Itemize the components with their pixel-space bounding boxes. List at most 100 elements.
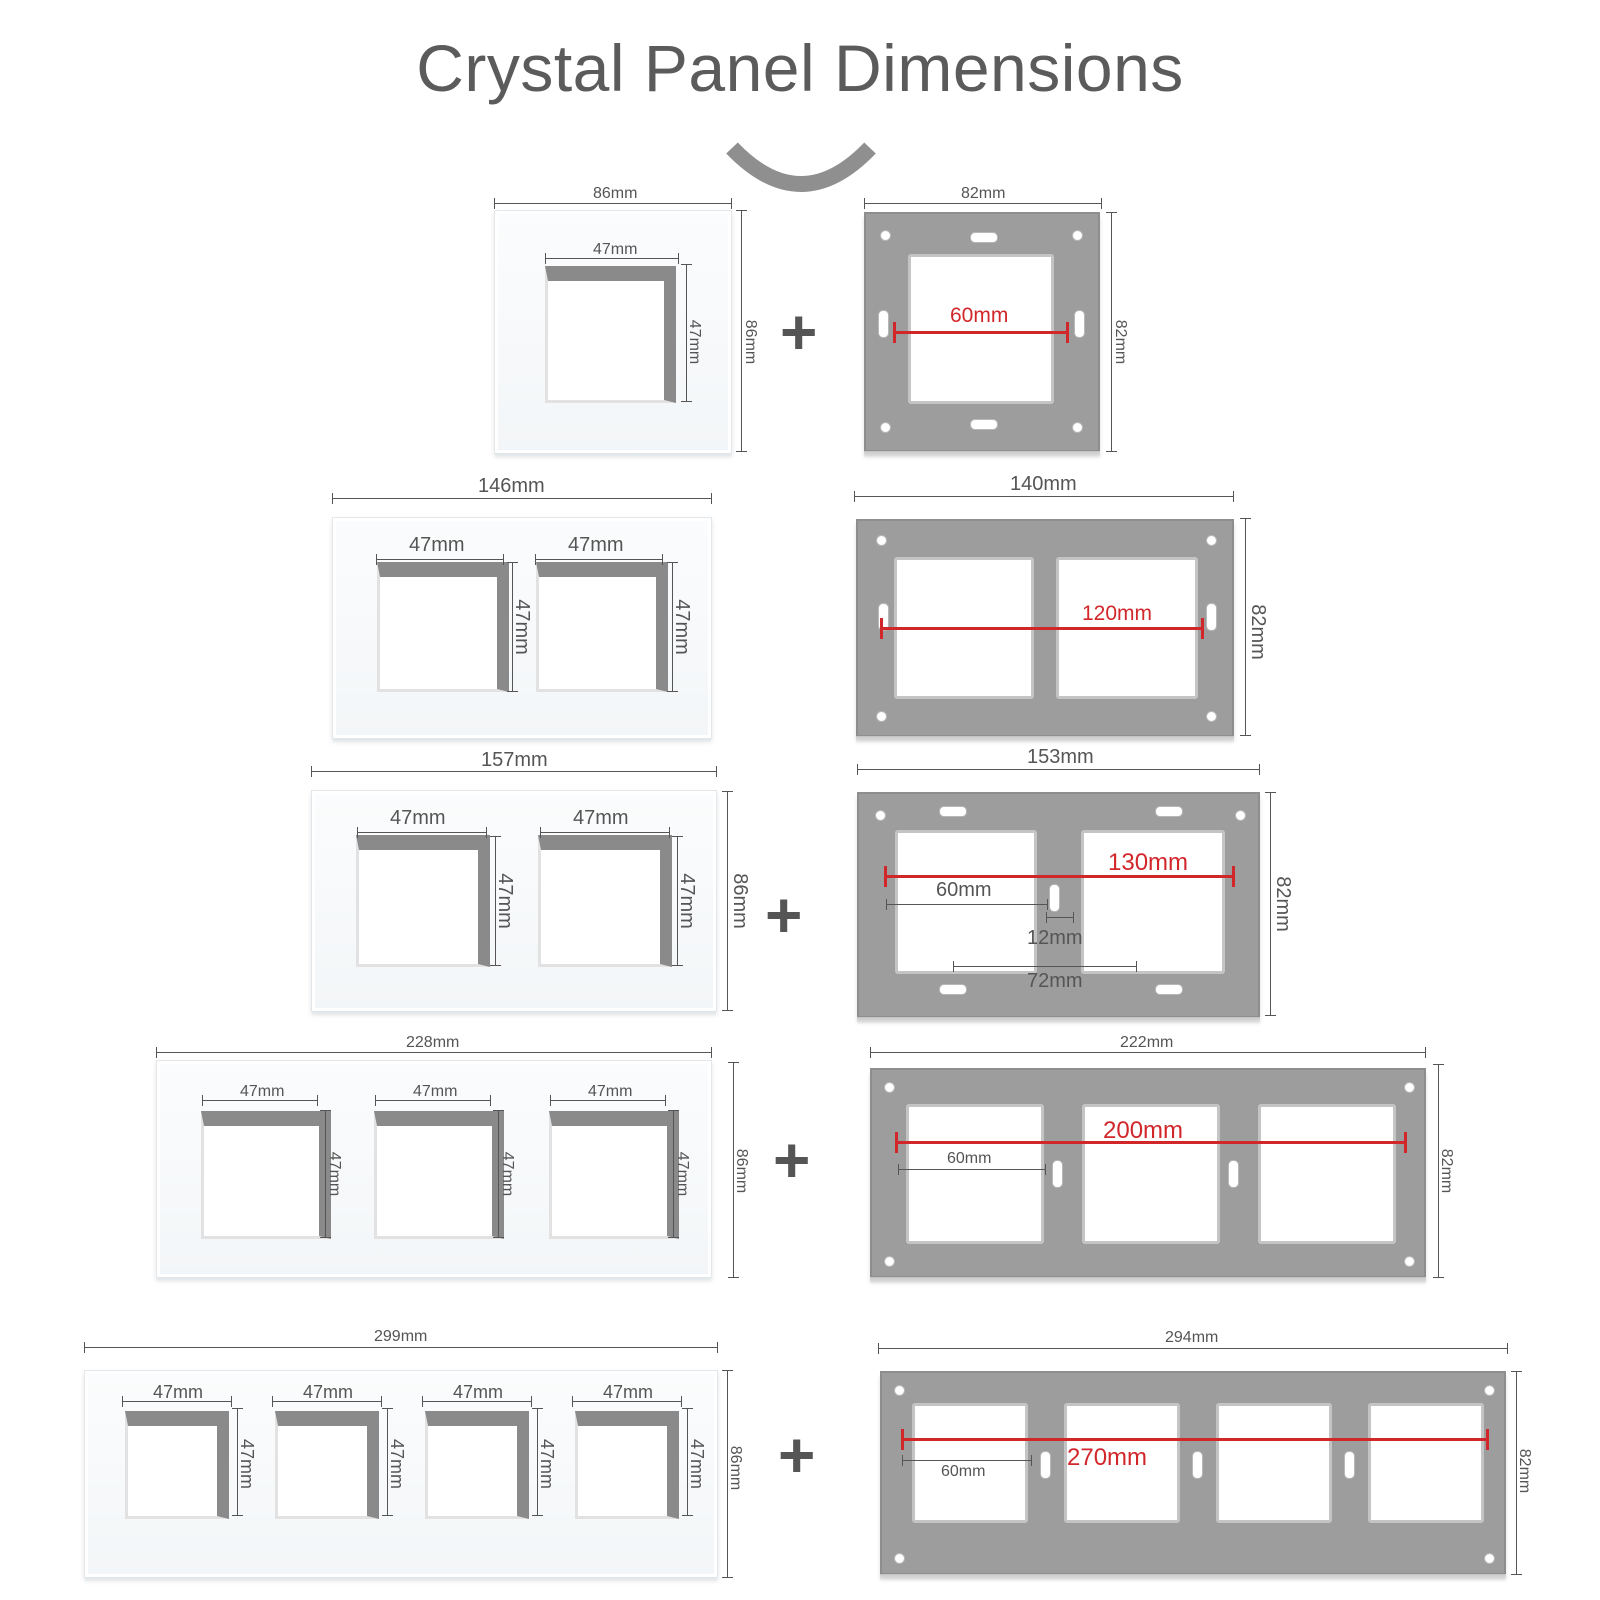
frame-width-label: 82mm [961, 185, 1006, 202]
hole-height-label: 47mm [237, 1438, 258, 1490]
mount-slot [878, 603, 889, 631]
frame-width-label: 222mm [1120, 1034, 1174, 1051]
dim-line [490, 836, 501, 966]
frame-cutout [1368, 1403, 1484, 1523]
glass-panel [156, 1060, 712, 1282]
screw-hole [894, 1385, 905, 1396]
screw-hole [884, 1082, 895, 1093]
frame-cutout [1258, 1104, 1396, 1244]
dim-line [202, 1095, 318, 1106]
frame-height-label: 82mm [1112, 319, 1130, 365]
dim-line [532, 1408, 543, 1516]
plus-icon: + [773, 1124, 811, 1196]
dim-line [722, 791, 733, 1011]
dim-line [357, 827, 487, 838]
dim-line [902, 1455, 1032, 1466]
hole-height-label: 47mm [510, 599, 533, 655]
frame-height-label: 82mm [1271, 876, 1294, 932]
mount-slot [1192, 1451, 1203, 1479]
dim-line [870, 1047, 1426, 1058]
dim-line [1265, 792, 1276, 1016]
red-dim-line [884, 866, 1235, 887]
hole-width-label: 47mm [153, 1382, 204, 1402]
frame-cutout [1216, 1403, 1332, 1523]
dim-line [493, 1110, 504, 1238]
screw-hole [876, 711, 887, 722]
screw-hole [880, 422, 891, 433]
mount-slot [1228, 1160, 1239, 1188]
panel-hole [549, 1111, 679, 1239]
mount-slot [939, 806, 967, 817]
screw-hole [876, 535, 887, 546]
hole-height-label: 47mm [326, 1151, 344, 1197]
panel-hole [275, 1411, 379, 1519]
dim-line [572, 1396, 682, 1407]
dim-line [382, 1408, 393, 1516]
frame-span-label: 120mm [1082, 602, 1153, 625]
panel-hole [377, 562, 509, 692]
hole-height-label: 47mm [499, 1151, 517, 1197]
dim-line [156, 1047, 712, 1058]
dim-line [736, 210, 747, 452]
hole-height-label: 47mm [674, 1151, 692, 1197]
panel-width-label: 228mm [406, 1034, 460, 1051]
frame-width-label: 140mm [1010, 473, 1077, 495]
frame-cutout [906, 1104, 1044, 1244]
red-dim-line [880, 618, 1204, 639]
frame-inner-label: 60mm [936, 879, 992, 901]
frame-cutout [908, 254, 1054, 404]
hole-height-label: 47mm [675, 873, 698, 929]
frame-width-label: 294mm [1165, 1329, 1219, 1346]
frame-width-label: 153mm [1027, 746, 1094, 768]
dim-line [864, 198, 1102, 209]
hole-height-label: 47mm [493, 873, 516, 929]
frame-cutout [895, 830, 1037, 974]
dim-line [311, 766, 717, 777]
dim-line [682, 1408, 693, 1516]
dim-line [507, 562, 518, 692]
screw-hole [1206, 711, 1217, 722]
panel-hole [538, 835, 672, 967]
glass-panel [494, 210, 732, 458]
frame-height-label: 82mm [1246, 604, 1269, 660]
screw-hole [884, 1256, 895, 1267]
screw-hole [1404, 1256, 1415, 1267]
dim-line [232, 1408, 243, 1516]
hole-width-label: 47mm [413, 1083, 458, 1100]
panel-width-label: 146mm [478, 475, 545, 497]
frame-cutout [1082, 1104, 1220, 1244]
dim-line [272, 1396, 382, 1407]
dim-line [540, 827, 670, 838]
mount-slot [1049, 884, 1060, 912]
hole-width-label: 47mm [573, 807, 629, 829]
dim-line [857, 764, 1260, 775]
frame-span-label: 60mm [950, 304, 1009, 327]
screw-hole [1484, 1553, 1495, 1564]
hole-height-label: 47mm [670, 599, 693, 655]
dim-line [1106, 212, 1117, 452]
screw-hole [1484, 1385, 1495, 1396]
panel-hole [425, 1411, 529, 1519]
dim-line [320, 1110, 331, 1238]
glass-panel [332, 517, 712, 743]
panel-hole [356, 835, 490, 967]
hole-width-label: 47mm [240, 1083, 285, 1100]
red-dim-line [895, 1132, 1407, 1153]
dim-line [722, 1370, 733, 1578]
dim-line [1433, 1064, 1444, 1278]
screw-hole [1206, 535, 1217, 546]
panel-width-label: 157mm [481, 749, 548, 771]
panel-hole [536, 562, 668, 692]
dim-line [84, 1342, 718, 1353]
dim-line [898, 1164, 1046, 1175]
dim-line [375, 1095, 491, 1106]
mount-slot [878, 310, 889, 338]
mount-slot [1052, 1160, 1063, 1188]
mount-slot [1040, 1451, 1051, 1479]
glass-panel [84, 1370, 718, 1582]
hole-width-label: 47mm [603, 1382, 654, 1402]
mount-slot [1206, 603, 1217, 631]
plus-icon: + [778, 1419, 816, 1491]
frame-cutout [1064, 1403, 1180, 1523]
frame-inner-label: 60mm [947, 1150, 992, 1167]
